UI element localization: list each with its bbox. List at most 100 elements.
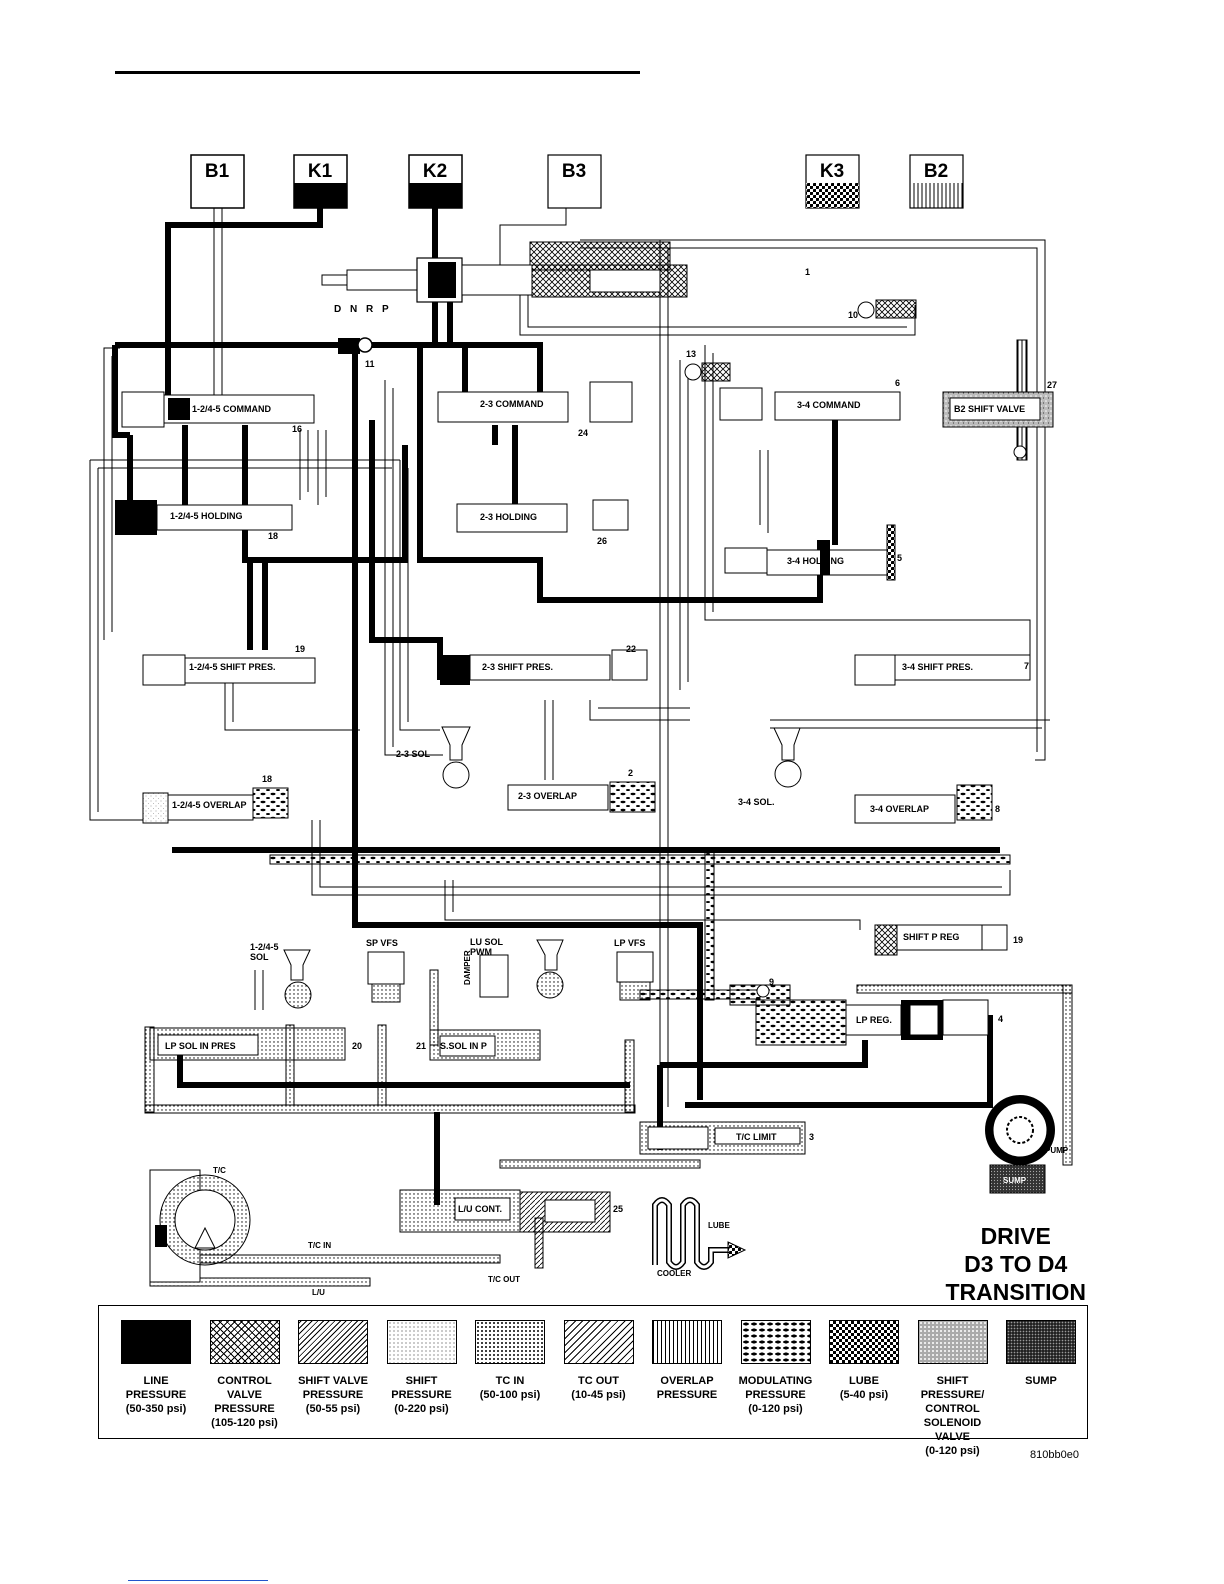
sump: SUMP	[989, 1164, 1046, 1194]
valve-34-overlap: 3-4 OVERLAP 8	[854, 784, 1000, 824]
legend-label: TC OUT (10-45 psi)	[571, 1375, 626, 1401]
legend-swatch	[298, 1320, 368, 1364]
solenoid-label: 3-4 SOL.	[738, 797, 775, 807]
clutch-label: K2	[423, 161, 447, 182]
valve-label: LP SOL IN PRES	[165, 1041, 236, 1051]
valve-23-holding: 2-3 HOLDING 26	[456, 499, 629, 546]
svg-text:21: 21	[416, 1041, 426, 1051]
line-pressure-passages	[112, 208, 1000, 1205]
clutch-k1: K1	[293, 154, 348, 209]
solenoid-23: 2-3 SOL	[396, 726, 471, 789]
valve-1245-shift-pres: 1-2/4-5 SHIFT PRES. 19	[142, 644, 316, 686]
svg-text:10: 10	[848, 310, 858, 320]
torque-converter: T/C	[149, 1166, 251, 1283]
solenoid-lp-vfs: LP VFS	[614, 938, 654, 1001]
hydraulic-schematic: B1 K1 K2 B3 K3 B2	[89, 154, 1073, 1297]
svg-text:N: N	[350, 304, 357, 315]
valve-label: 2-3 SHIFT PRES.	[482, 662, 553, 672]
valve-lp-reg: LP REG. 4	[755, 999, 1003, 1046]
valve-label: 1-2/4-5 OVERLAP	[172, 800, 247, 810]
svg-text:6: 6	[895, 378, 900, 388]
legend-label: SHIFT PRESSURE/ CONTROL SOLENOID VALVE (…	[920, 1375, 985, 1457]
valve-23-overlap: 2-3 OVERLAP 2	[507, 768, 656, 813]
legend-label: OVERLAP PRESSURE	[656, 1375, 718, 1401]
svg-text:27: 27	[1047, 380, 1057, 390]
legend-label: LINE PRESSURE (50-350 psi)	[125, 1375, 187, 1415]
svg-text:13: 13	[686, 349, 696, 359]
valve-label: 2-3 HOLDING	[480, 512, 537, 522]
legend-swatch	[121, 1320, 191, 1364]
clutch-label: K1	[308, 161, 333, 182]
clutch-b3: B3	[547, 154, 602, 209]
title-line: TRANSITION	[945, 1279, 1086, 1305]
svg-text:24: 24	[578, 428, 588, 438]
valve-b2-shift: B2 SHIFT VALVE 27	[942, 380, 1057, 459]
legend-label: SHIFT VALVE PRESSURE (50-55 psi)	[298, 1375, 368, 1415]
diagram-title: DRIVE D3 TO D4 TRANSITION	[945, 1222, 1086, 1306]
valve-label: S.SOL IN P	[440, 1041, 487, 1051]
footer-link-underline[interactable]	[128, 1580, 268, 1581]
valve-23-shift-pres: 2-3 SHIFT PRES. 22	[440, 644, 648, 685]
solenoid-sp-vfs: SP VFS	[366, 938, 405, 1003]
title-line: D3 TO D4	[964, 1251, 1068, 1277]
clutch-label: B1	[205, 161, 230, 182]
legend-swatch	[740, 1320, 811, 1364]
patterned-passages	[144, 241, 1073, 1287]
valve-label: L/U CONT.	[458, 1204, 502, 1214]
legend: LINE PRESSURE (50-350 psi) CONTROL VALVE …	[98, 1305, 1088, 1457]
solenoid-label: DAMPER	[463, 950, 472, 985]
clutch-k3: K3	[805, 154, 860, 209]
legend-label: CONTROL VALVE PRESSURE (105-120 psi)	[211, 1375, 278, 1429]
valve-34-command: 3-4 COMMAND 6	[719, 378, 901, 421]
valve-label: LP REG.	[856, 1015, 892, 1025]
valve-label: SHIFT P REG	[903, 932, 959, 942]
legend-swatch	[563, 1320, 634, 1364]
legend-swatch	[1006, 1320, 1076, 1364]
pump: PUMP	[985, 1095, 1069, 1165]
svg-text:PUMP: PUMP	[1045, 1146, 1069, 1155]
svg-text:18: 18	[262, 774, 272, 784]
valve-label: 1-2/4-5 COMMAND	[192, 404, 272, 414]
svg-text:2: 2	[628, 768, 633, 778]
legend-swatch	[829, 1320, 899, 1364]
legend-swatch	[209, 1320, 280, 1364]
legend-item: SUMP	[996, 1320, 1086, 1388]
manual-valve: 1	[321, 257, 810, 303]
legend-item: SHIFT VALVE PRESSURE (50-55 psi)	[288, 1320, 378, 1416]
valve-label: 3-4 COMMAND	[797, 400, 861, 410]
legend-item: TC IN (50-100 psi)	[465, 1320, 555, 1402]
svg-text:8: 8	[995, 804, 1000, 814]
legend-item: OVERLAP PRESSURE	[642, 1320, 732, 1402]
svg-text:LUBE: LUBE	[708, 1221, 730, 1230]
svg-text:5: 5	[897, 553, 902, 563]
svg-text:11: 11	[365, 359, 375, 369]
svg-text:26: 26	[597, 536, 607, 546]
check-ball-10: 10	[848, 299, 917, 320]
image-code: 810bb0e0	[1030, 1449, 1079, 1461]
legend-item: LINE PRESSURE (50-350 psi)	[111, 1320, 201, 1416]
legend-label: SUMP	[1025, 1375, 1057, 1387]
svg-text:22: 22	[626, 644, 636, 654]
title-line: DRIVE	[980, 1223, 1051, 1249]
svg-text:T/C: T/C	[213, 1166, 226, 1175]
svg-text:20: 20	[352, 1041, 362, 1051]
valve-1245-command: 1-2/4-5 COMMAND 16	[121, 391, 315, 434]
valve-34-shift-pres: 3-4 SHIFT PRES. 7	[854, 654, 1031, 686]
legend-swatch	[917, 1320, 988, 1364]
valve-shift-p-reg: SHIFT P REG 19	[874, 924, 1023, 956]
clutch-b1: B1	[190, 154, 245, 209]
solenoid-label: LP VFS	[614, 938, 645, 948]
cooler: LUBE COOLER	[652, 1197, 747, 1278]
valve-34-holding: 3-4 HOLDING 5	[724, 524, 902, 581]
callout-label: 1	[805, 267, 810, 277]
legend-item: LUBE (5-40 psi)	[819, 1320, 909, 1402]
valve-label: 2-3 COMMAND	[480, 399, 544, 409]
valve-label: 1-2/4-5 HOLDING	[170, 511, 243, 521]
legend-label: LUBE (5-40 psi)	[839, 1375, 889, 1401]
clutch-k2: K2	[408, 154, 463, 209]
solenoid-34: 3-4 SOL.	[738, 727, 802, 807]
valve-label: B2 SHIFT VALVE	[954, 404, 1025, 414]
